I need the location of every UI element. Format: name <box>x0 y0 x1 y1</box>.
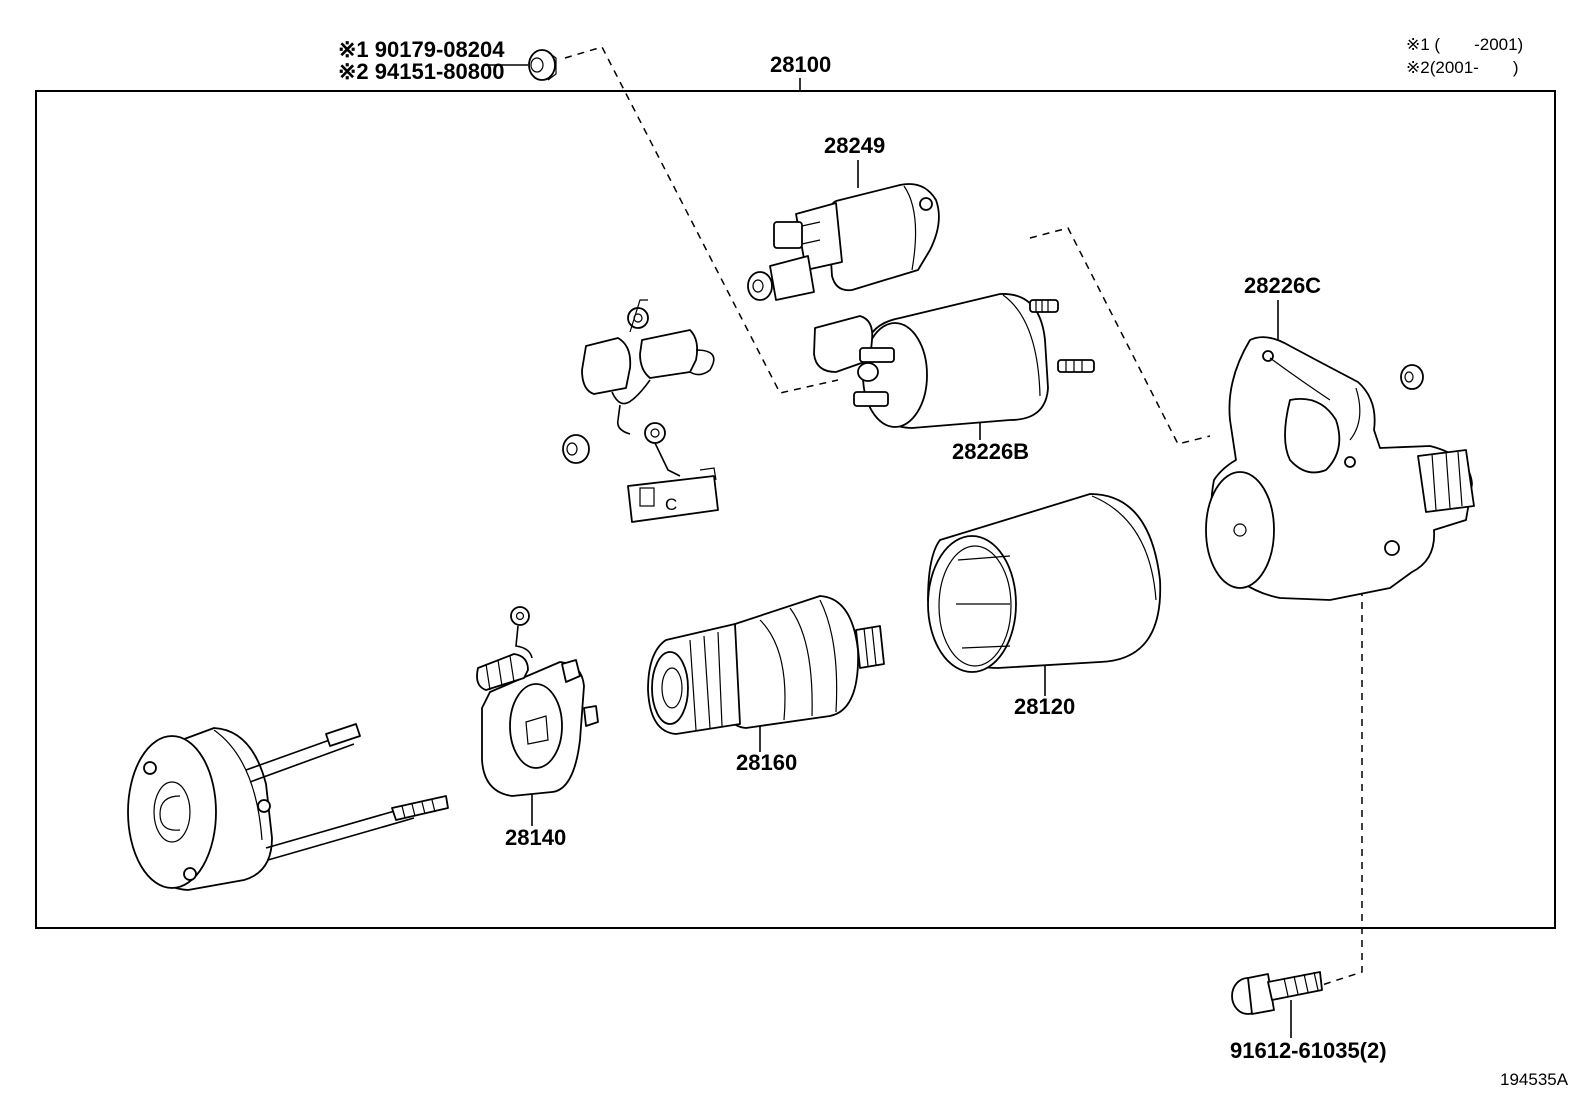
solenoid-cover-icon <box>747 183 940 301</box>
end-frame-icon <box>127 723 449 891</box>
label-28249: 28249 <box>824 133 885 158</box>
small-nut-icon <box>1400 364 1424 390</box>
flange-nut-icon <box>528 49 557 81</box>
label-28100: 28100 <box>770 52 831 77</box>
yoke-icon <box>927 493 1162 673</box>
label-28226b: 28226B <box>952 439 1029 464</box>
drive-housing-icon <box>1205 336 1475 601</box>
label-28160: 28160 <box>736 750 797 775</box>
label-28140: 28140 <box>505 825 566 850</box>
assembly-frame <box>35 90 1556 929</box>
label-bolt: 91612-61035(2) <box>1230 1038 1387 1063</box>
small-nut-icon <box>562 434 590 464</box>
magnetic-switch-icon <box>813 293 1095 429</box>
lead-wire-icon: C <box>581 299 719 523</box>
flange-bolt-icon <box>1231 971 1323 1015</box>
note-line-1: ※1 ( -2001) <box>1406 35 1523 54</box>
svg-text:C: C <box>665 495 677 514</box>
brush-holder-icon <box>476 606 599 797</box>
figure-id: 194535A <box>1500 1070 1569 1089</box>
label-28226c: 28226C <box>1244 273 1321 298</box>
label-nut-2: ※2 94151-80800 <box>338 59 504 84</box>
armature-icon <box>647 595 885 735</box>
label-28120: 28120 <box>1014 694 1075 719</box>
note-line-2: ※2(2001- ) <box>1406 58 1519 77</box>
label-nut-1: ※1 90179-08204 <box>338 37 505 62</box>
